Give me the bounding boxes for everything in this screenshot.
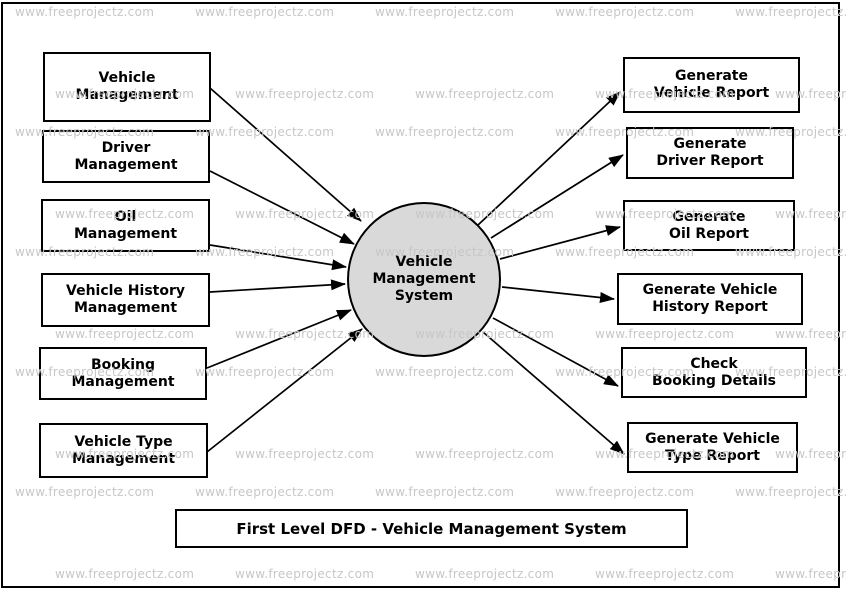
node-label-line: Vehicle: [98, 70, 156, 86]
dataflow-arrow-vehicle-history-management-to-vehicle-management-system: [209, 279, 346, 293]
process-label-line: Management: [372, 271, 476, 287]
dataflow-arrow-vehicle-management-system-to-check-booking-details: [492, 317, 619, 387]
dataflow-arrow-vehicle-management-system-to-generate-driver-report: [490, 154, 624, 239]
node-label-line: Generate: [673, 136, 747, 152]
dataflow-arrow-booking-management-to-vehicle-management-system: [206, 309, 352, 369]
node-label-line: Management: [71, 450, 176, 467]
node-label-line: Driver: [101, 139, 151, 156]
node-label-line: Vehicle Type: [74, 433, 173, 450]
node-label-line: Oil: [114, 208, 137, 225]
dataflow-arrow-vehicle-management-system-to-generate-oil-report: [499, 225, 621, 260]
process-circle-vehicle-management-system: Vehicle Management System: [347, 202, 501, 357]
node-label-line: Check: [690, 355, 738, 372]
dataflow-arrow-vehicle-type-management-to-vehicle-management-system: [206, 328, 363, 453]
node-label-line: Management: [73, 300, 178, 316]
node-label-line: Type Report: [665, 447, 760, 464]
node-label-line: Management: [73, 225, 178, 242]
node-label-line: Generate: [675, 68, 748, 84]
node-label-line: Booking Details: [651, 372, 777, 389]
dataflow-arrow-driver-management-to-vehicle-management-system: [209, 170, 355, 245]
node-label-line: Management: [75, 87, 179, 103]
node-label-line: Booking: [90, 356, 155, 373]
node-label-line: Oil Report: [669, 225, 749, 242]
process-label-line: Vehicle: [395, 254, 453, 270]
node-label-line: Vehicle History: [66, 283, 185, 299]
dataflow-arrow-vehicle-management-system-to-generate-vehicle-type-report: [482, 331, 625, 455]
node-label-line: Vehicle Report: [653, 85, 770, 101]
node-label-line: Generate Vehicle: [642, 282, 778, 298]
dataflow-arrow-vehicle-management-system-to-generate-vehicle-report: [477, 91, 621, 226]
node-label-line: Generate: [672, 208, 746, 225]
node-label-line: Driver Report: [656, 153, 764, 169]
node-label-line: Generate Vehicle: [645, 430, 780, 447]
dataflow-arrow-vehicle-management-system-to-generate-vehicle-history-report: [501, 286, 615, 303]
dataflow-arrow-oil-management-to-vehicle-management-system: [209, 244, 347, 271]
process-label-line: System: [394, 288, 454, 304]
diagram-title-box: First Level DFD - Vehicle Management Sys…: [175, 509, 688, 548]
dataflow-arrow-vehicle-management-to-vehicle-management-system: [209, 87, 362, 222]
node-label-line: Management: [74, 156, 178, 173]
node-label-line: Management: [71, 373, 175, 390]
diagram-title-text: First Level DFD - Vehicle Management Sys…: [236, 519, 627, 538]
node-label-line: History Report: [652, 299, 768, 315]
